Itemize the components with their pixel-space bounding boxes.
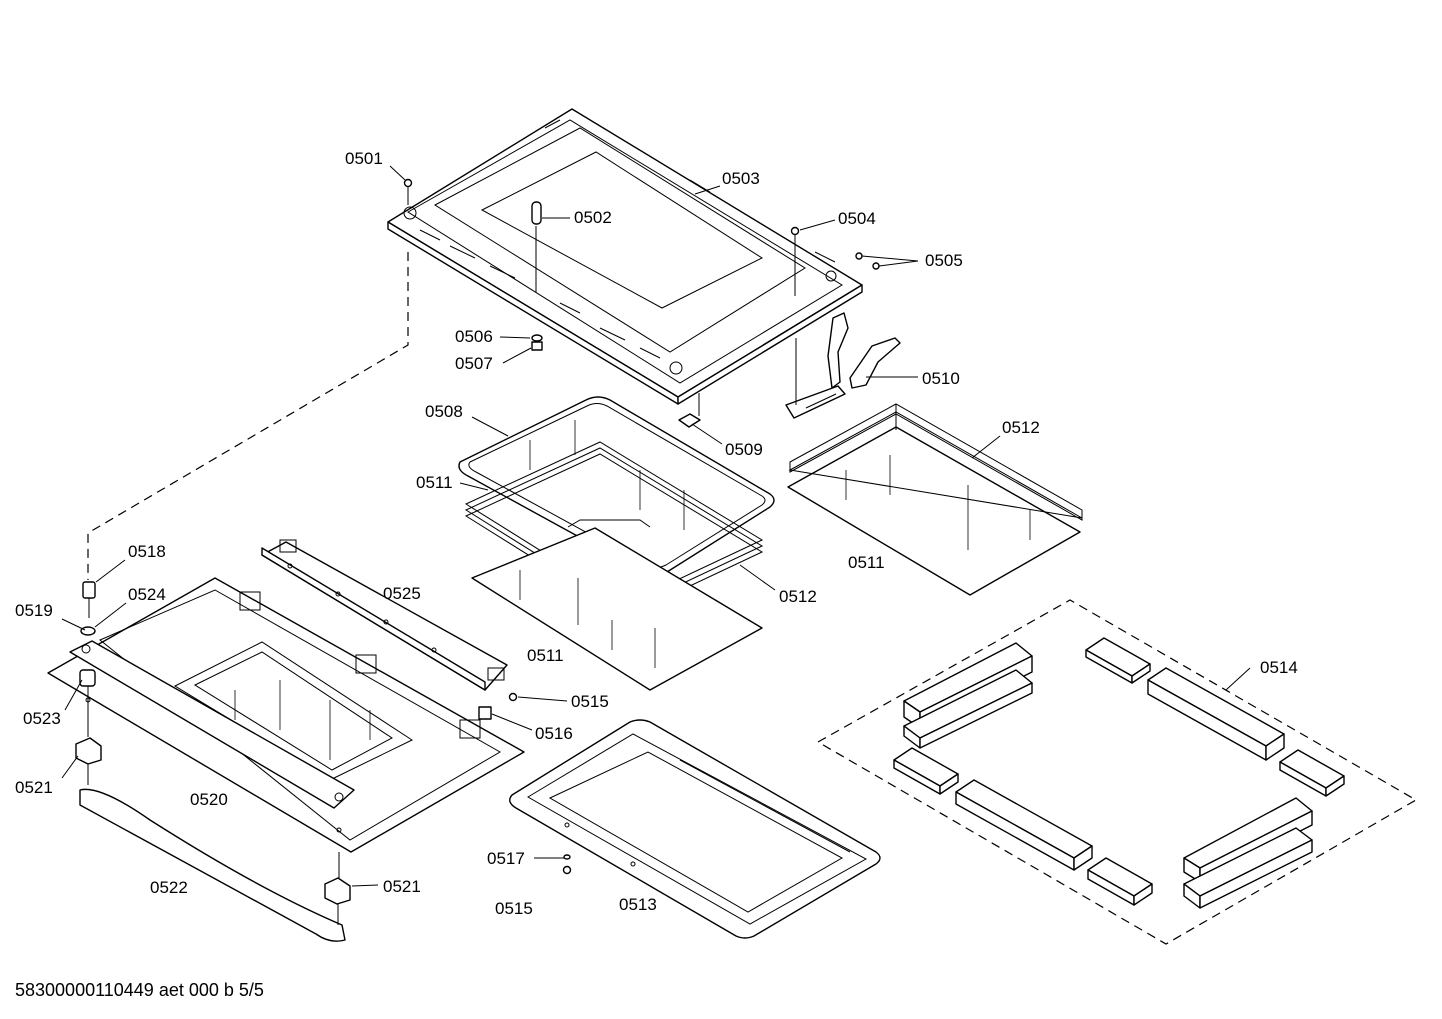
part-0521-end-cap-left bbox=[75, 737, 102, 785]
label-0518: 0518 bbox=[128, 542, 166, 561]
label-0515-b: 0515 bbox=[495, 899, 533, 918]
part-0509-clip bbox=[678, 393, 701, 428]
label-0525: 0525 bbox=[383, 584, 421, 603]
label-0509: 0509 bbox=[725, 440, 763, 459]
packaging-block bbox=[903, 669, 1033, 749]
part-0508-gasket bbox=[458, 396, 775, 576]
label-0512-b: 0512 bbox=[779, 587, 817, 606]
label-0504: 0504 bbox=[838, 209, 876, 228]
part-0511-glass-right bbox=[787, 426, 1081, 596]
label-0523: 0523 bbox=[23, 709, 61, 728]
part-0512-frame-right bbox=[788, 403, 1083, 521]
assembly-path-dashed bbox=[87, 252, 409, 580]
part-0504-screw bbox=[790, 226, 800, 296]
drawing-reference-footer: 58300000110449 aet 000 b 5/5 bbox=[15, 980, 264, 1000]
part-0515-nut-upper bbox=[508, 692, 518, 702]
label-0511-c: 0511 bbox=[527, 646, 564, 665]
label-0522: 0522 bbox=[150, 878, 188, 897]
part-0514-packaging-kit bbox=[816, 599, 1418, 945]
label-0517: 0517 bbox=[487, 849, 525, 868]
packaging-block bbox=[893, 747, 959, 795]
packaging-block bbox=[1279, 749, 1345, 797]
label-0513: 0513 bbox=[619, 895, 657, 914]
leader-lines bbox=[61, 165, 1251, 887]
label-0507: 0507 bbox=[455, 354, 493, 373]
part-0505-screws bbox=[855, 252, 880, 270]
part-0524-washer bbox=[80, 626, 96, 636]
label-0511-b: 0511 bbox=[848, 553, 885, 572]
label-0511-a: 0511 bbox=[416, 473, 453, 492]
part-0515-nut-lower bbox=[562, 865, 572, 875]
label-0512-a: 0512 bbox=[1002, 418, 1040, 437]
label-0521-a: 0521 bbox=[15, 778, 53, 797]
label-0506: 0506 bbox=[455, 327, 493, 346]
label-0502: 0502 bbox=[574, 208, 612, 227]
part-0502-pin bbox=[531, 201, 542, 292]
label-0514: 0514 bbox=[1260, 658, 1298, 677]
label-0524: 0524 bbox=[128, 585, 166, 604]
part-0506-washer bbox=[531, 334, 543, 342]
part-0525-trim-bar bbox=[261, 539, 508, 691]
part-0518-standoff bbox=[82, 581, 96, 618]
label-0516: 0516 bbox=[535, 724, 573, 743]
part-0523-spacer bbox=[79, 669, 96, 737]
label-0521-b: 0521 bbox=[383, 877, 421, 896]
packaging-block bbox=[1183, 827, 1313, 909]
packaging-block bbox=[1147, 667, 1285, 761]
part-0517-washer bbox=[563, 854, 571, 860]
part-0501-screw bbox=[403, 178, 413, 205]
label-0519: 0519 bbox=[15, 601, 53, 620]
part-0511-glass-lower bbox=[471, 527, 763, 691]
label-0520: 0520 bbox=[190, 790, 228, 809]
part-0513-frame bbox=[509, 719, 881, 939]
part-0503-inner-panel bbox=[387, 108, 863, 405]
part-0510-hinge bbox=[785, 312, 901, 419]
label-0501: 0501 bbox=[345, 149, 383, 168]
label-0510: 0510 bbox=[922, 369, 960, 388]
part-0521-end-cap-right bbox=[324, 852, 351, 905]
label-0508: 0508 bbox=[425, 402, 463, 421]
packaging-block bbox=[1085, 637, 1151, 684]
part-0507-nut bbox=[531, 341, 543, 351]
part-0519-strip bbox=[69, 640, 355, 809]
part-0516-clip bbox=[478, 706, 492, 720]
packaging-block bbox=[955, 779, 1093, 871]
label-0515-a: 0515 bbox=[571, 692, 609, 711]
label-0505: 0505 bbox=[925, 251, 963, 270]
packaging-block bbox=[1087, 857, 1153, 906]
part-0522-handle bbox=[79, 788, 346, 942]
label-0503: 0503 bbox=[722, 169, 760, 188]
